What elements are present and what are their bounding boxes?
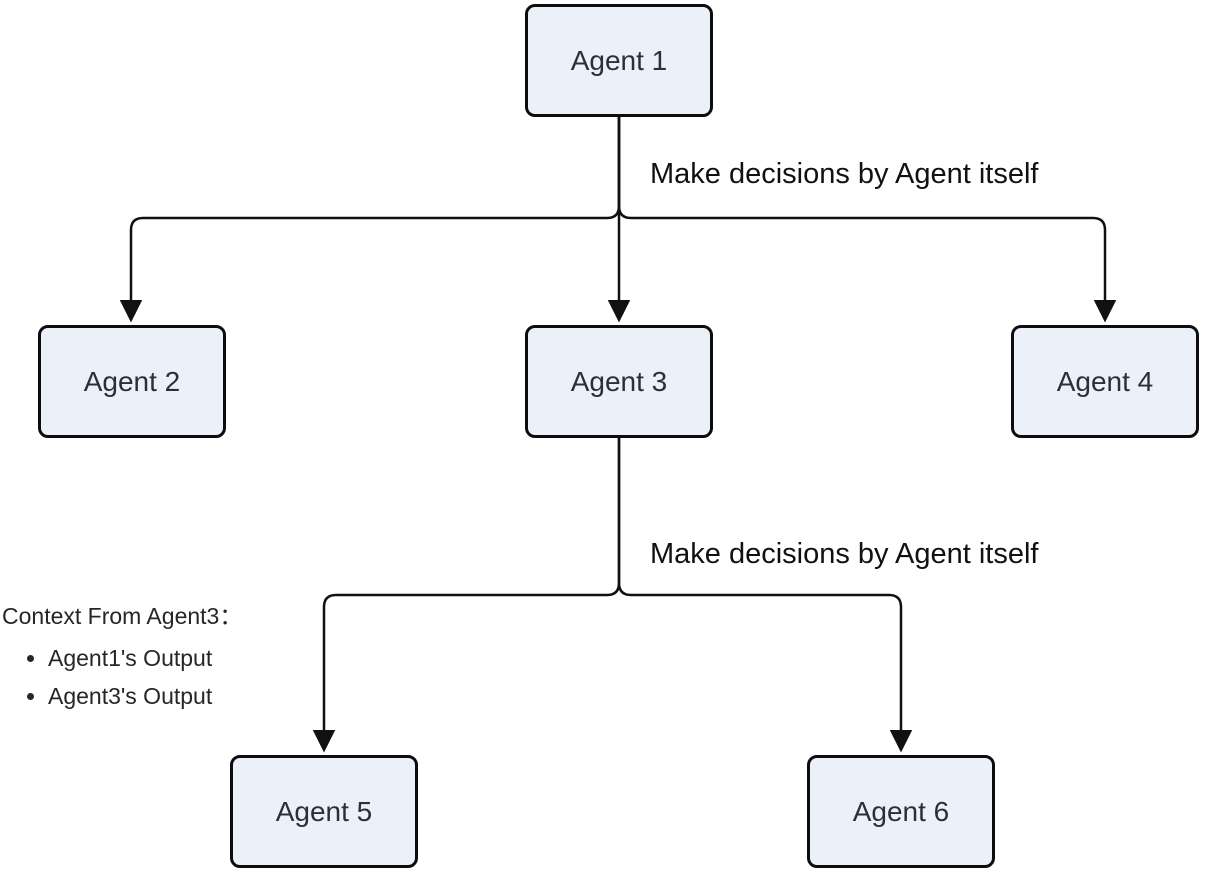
- node-agent-2: Agent 2: [38, 325, 226, 438]
- context-note-title: Context From Agent3：: [2, 603, 243, 629]
- node-agent-5-label: Agent 5: [275, 795, 373, 827]
- node-agent-1: Agent 1: [525, 4, 713, 117]
- node-agent-3-label: Agent 3: [570, 365, 668, 397]
- edge-label-agent1-decision: Make decisions by Agent itself: [650, 158, 1039, 190]
- context-note-list: Agent1's Output Agent3's Output: [2, 639, 242, 715]
- edge-agent3-agent5: [312, 438, 621, 753]
- node-agent-1-label: Agent 1: [570, 44, 668, 76]
- edge-agent3-agent6: [617, 438, 913, 753]
- edge-agent1-agent4: [617, 117, 1117, 323]
- node-agent-4: Agent 4: [1011, 325, 1199, 438]
- node-agent-3: Agent 3: [525, 325, 713, 438]
- context-note-item: Agent3's Output: [48, 677, 242, 715]
- node-agent-4-label: Agent 4: [1056, 365, 1154, 397]
- node-agent-2-label: Agent 2: [83, 365, 181, 397]
- node-agent-6-label: Agent 6: [852, 795, 950, 827]
- node-agent-6: Agent 6: [807, 755, 995, 868]
- node-agent-5: Agent 5: [230, 755, 418, 868]
- edge-agent1-agent2: [119, 117, 621, 323]
- edge-label-agent3-decision: Make decisions by Agent itself: [650, 538, 1039, 570]
- context-note: Context From Agent3： Agent1's Output Age…: [2, 602, 242, 715]
- context-note-item: Agent1's Output: [48, 639, 242, 677]
